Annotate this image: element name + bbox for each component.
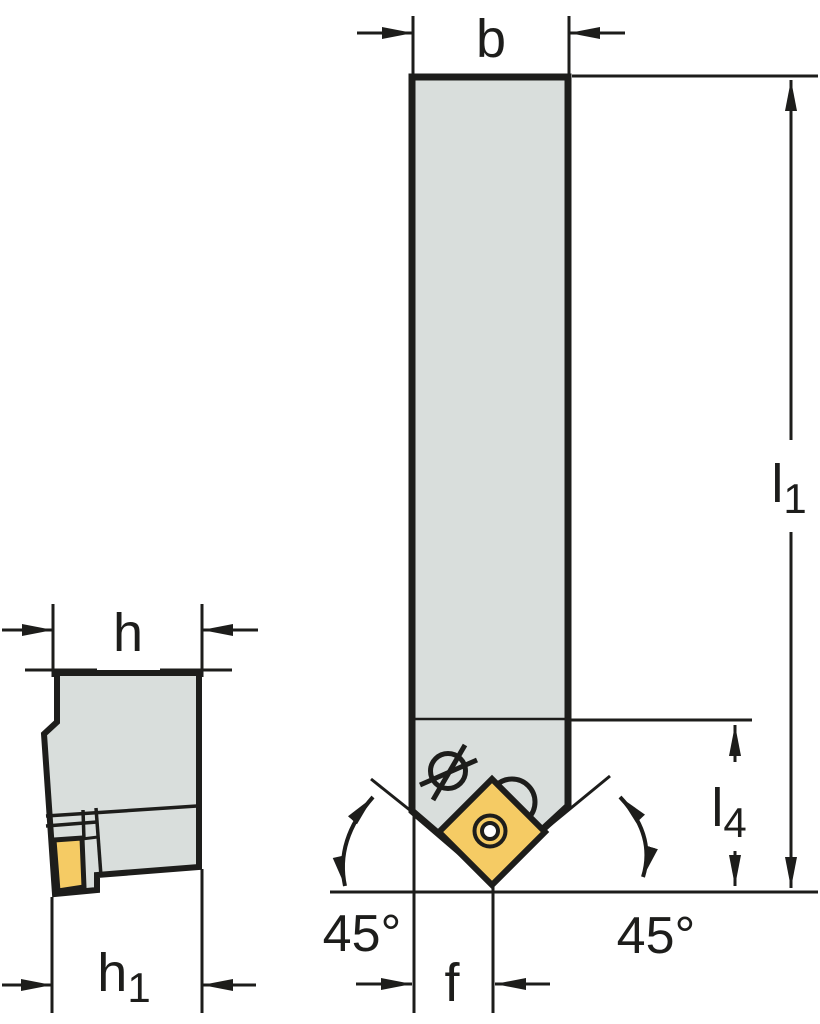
- screw-position-symbol-icon: [418, 743, 479, 802]
- pocket-line-connector: [81, 835, 99, 841]
- b-label-box: [461, 0, 523, 73]
- l4-label-box: [700, 764, 768, 850]
- front-view: b l1: [323, 0, 820, 1019]
- angle-arc-left: [332, 795, 375, 887]
- pocket-line-lower: [45, 820, 98, 828]
- f-label: f: [444, 953, 460, 1013]
- screw-symbol-circle: [428, 751, 468, 791]
- pocket-line-upper: [45, 804, 198, 818]
- h1-label-box: [93, 915, 163, 1010]
- dim-h: h: [2, 590, 258, 677]
- pocket-line-vertical-2: [94, 807, 103, 877]
- screw-symbol-line-shallow: [418, 757, 479, 788]
- insert-hole-outer-ring: [472, 813, 508, 849]
- cutting-edge-line-right: [542, 774, 611, 833]
- h1-label: h1: [97, 943, 150, 1011]
- insert-side-view: [51, 835, 87, 894]
- dim-l4: l4: [571, 718, 768, 886]
- l1-label: l1: [771, 454, 806, 522]
- b-label: b: [476, 9, 506, 69]
- side-view: h h1: [2, 590, 258, 1013]
- dim-l1: l1: [572, 74, 820, 888]
- l4-label: l4: [711, 778, 746, 846]
- h-label-box: [97, 590, 160, 672]
- l1-label-box: [761, 441, 820, 531]
- dim-h1: h1: [2, 869, 256, 1013]
- angle-annotation-right: 45°: [617, 795, 696, 965]
- pocket-line-vertical-1: [81, 809, 86, 841]
- angle-right-label: 45°: [617, 907, 696, 965]
- dim-b: b: [357, 0, 625, 74]
- h-label: h: [113, 603, 143, 663]
- angle-left-label: 45°: [323, 905, 402, 963]
- cutting-edge-line-left: [370, 777, 442, 837]
- angle-annotation-left: 45°: [323, 795, 402, 963]
- insert-hole: [480, 821, 500, 841]
- angle-arc-right: [618, 795, 658, 878]
- f-label-box: [424, 945, 482, 1019]
- dim-f: f: [356, 812, 550, 1019]
